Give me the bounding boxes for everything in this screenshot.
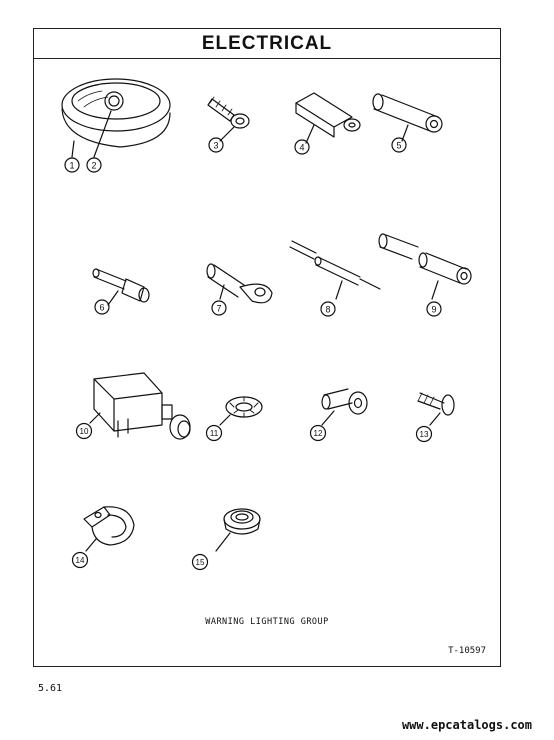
svg-text:15: 15 — [196, 558, 205, 567]
drawing-number: T-10597 — [448, 646, 486, 656]
svg-text:7: 7 — [216, 304, 221, 314]
callout-13: 13 — [415, 425, 433, 443]
page-title: ELECTRICAL — [34, 29, 500, 59]
grommet-icon — [215, 508, 261, 552]
svg-text:3: 3 — [213, 141, 218, 151]
flat-head-screw-icon — [417, 392, 455, 426]
callout-1: 1 — [64, 157, 80, 173]
callout-8: 8 — [320, 301, 336, 317]
page-frame: ELECTRICAL — [33, 28, 501, 667]
callout-9: 9 — [426, 301, 442, 317]
svg-text:11: 11 — [210, 429, 219, 438]
svg-text:14: 14 — [76, 556, 85, 565]
screw-icon — [207, 96, 250, 142]
cable-clip-icon — [83, 506, 135, 552]
website-watermark: www.epcatalogs.com — [401, 718, 532, 732]
svg-text:10: 10 — [80, 427, 89, 436]
svg-text:13: 13 — [420, 430, 429, 439]
page-number: 5.61 — [38, 683, 63, 694]
svg-text:12: 12 — [314, 429, 323, 438]
svg-text:5: 5 — [396, 141, 401, 151]
svg-text:4: 4 — [299, 143, 304, 153]
bullet-terminal-icon — [92, 268, 150, 306]
sleeve-icon — [372, 93, 443, 142]
lamp-assembly-icon — [61, 78, 171, 158]
svg-text:1: 1 — [69, 161, 74, 171]
ring-terminal-icon — [206, 263, 273, 304]
svg-text:9: 9 — [431, 305, 436, 315]
push-switch-icon — [89, 372, 191, 440]
callout-4: 4 — [294, 139, 310, 155]
connector-icon — [295, 92, 361, 144]
callout-2: 2 — [86, 157, 102, 173]
callout-14: 14 — [71, 551, 89, 569]
callout-15: 15 — [191, 553, 209, 571]
callout-5: 5 — [391, 137, 407, 153]
figure-caption: WARNING LIGHTING GROUP — [205, 617, 329, 627]
callout-10: 10 — [75, 422, 93, 440]
svg-text:6: 6 — [99, 303, 104, 313]
parts-illustration: 1 2 3 4 5 6 7 8 — [61, 78, 472, 571]
svg-text:8: 8 — [325, 305, 330, 315]
connector-tube-icon — [378, 233, 472, 300]
callout-12: 12 — [309, 424, 327, 442]
lock-washer-icon — [219, 396, 263, 426]
callout-7: 7 — [211, 300, 227, 316]
splice-pin-icon — [289, 240, 381, 300]
callout-6: 6 — [94, 299, 110, 315]
spacer-icon — [321, 388, 368, 426]
callout-11: 11 — [205, 424, 223, 442]
svg-text:2: 2 — [91, 161, 96, 171]
callout-3: 3 — [208, 137, 224, 153]
